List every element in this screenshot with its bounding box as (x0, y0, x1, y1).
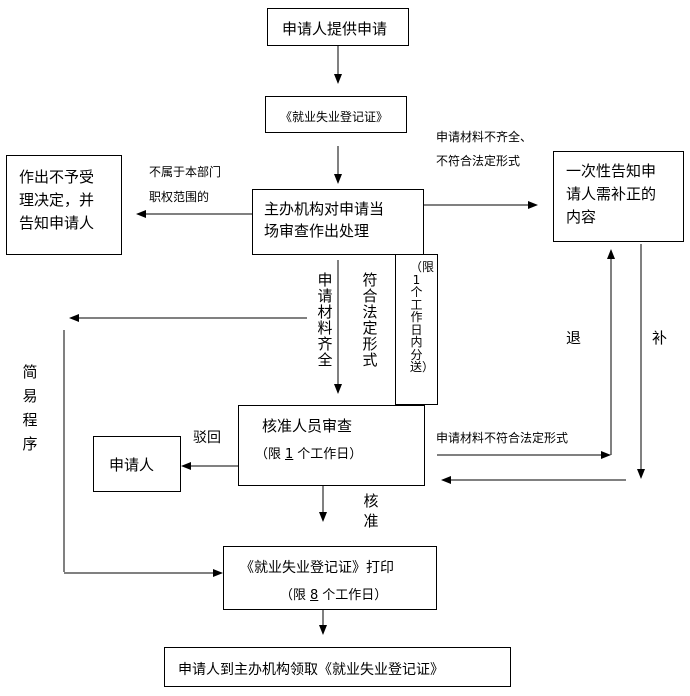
transfer-limit-text: （限1个工作日内分送） (410, 260, 435, 374)
apply-node: 申请人提供申请 (267, 8, 409, 46)
onsite-review-line-2: 场审查作出处理 (264, 222, 370, 240)
incomplete-label-1: 申请材料不齐全、 (436, 130, 533, 144)
certificate-node: 《就业失业登记证》 (265, 96, 407, 133)
out-of-scope-label-1: 不属于本部门 (149, 165, 222, 179)
notify-line-1: 一次性告知申 (566, 162, 657, 180)
approver-review-title: 核准人员审查 (262, 417, 353, 435)
onsite-review-node: 主办机构对申请当 场审查作出处理 (252, 189, 424, 255)
reject-line-3: 告知申请人 (19, 214, 95, 232)
onsite-review-line-1: 主办机构对申请当 (264, 200, 385, 218)
rebut-label: 驳回 (193, 430, 221, 446)
applicant-node: 申请人 (93, 436, 181, 492)
legal-form-label: 符合法定形式 (362, 271, 378, 369)
notify-line-2: 请人需补正的 (566, 185, 657, 203)
approver-limit-days: 1 (285, 447, 294, 462)
incomplete-label-2: 不符合法定形式 (436, 154, 521, 168)
collect-text: 申请人到主办机构领取《就业失业登记证》 (178, 662, 444, 678)
collect-node: 申请人到主办机构领取《就业失业登记证》 (164, 647, 511, 687)
reject-line-1: 作出不予受 (19, 168, 95, 186)
approve-label: 核准 (363, 492, 379, 530)
reject-line-2: 理决定，并 (19, 191, 95, 209)
notify-supplement-node: 一次性告知申 请人需补正的 内容 (553, 151, 684, 242)
print-title: 《就业失业登记证》打印 (240, 560, 394, 576)
return-label: 退 (566, 329, 582, 347)
transfer-limit-box: （限1个工作日内分送） (395, 254, 438, 405)
print-limit-days: 8 (310, 588, 319, 603)
materials-complete-label: 申请材料齐全 (317, 271, 333, 369)
simple-procedure-label: 简易程序 (22, 363, 38, 453)
apply-text: 申请人提供申请 (282, 20, 388, 38)
supplement-label: 补 (652, 329, 668, 347)
not-legal-form-label: 申请材料不符合法定形式 (436, 431, 569, 445)
notify-line-3: 内容 (566, 208, 597, 226)
reject-decision-node: 作出不予受 理决定，并 告知申请人 (6, 155, 122, 255)
certificate-text: 《就业失业登记证》 (280, 110, 389, 124)
applicant-text: 申请人 (109, 456, 155, 474)
out-of-scope-label-2: 职权范围的 (149, 190, 210, 204)
